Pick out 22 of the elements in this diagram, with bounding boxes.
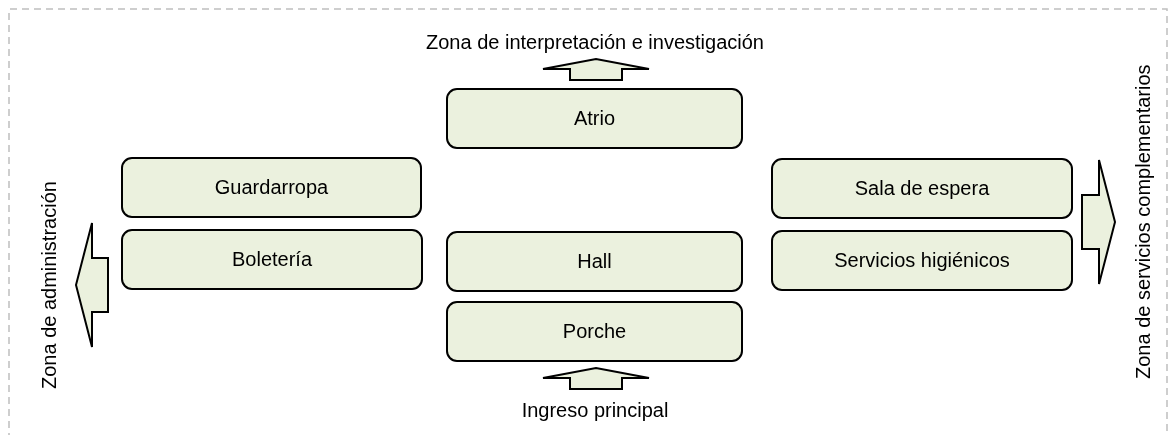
block-arrow bbox=[542, 58, 650, 81]
room-label: Hall bbox=[577, 250, 612, 273]
block-arrow bbox=[1081, 159, 1117, 285]
room-box bbox=[446, 231, 743, 292]
room-box bbox=[121, 157, 422, 218]
zone-label: Zona de servicios complementarios bbox=[1130, 12, 1156, 432]
room-label: Porche bbox=[562, 320, 627, 343]
room-box bbox=[446, 301, 743, 362]
room-label: Sala de espera bbox=[854, 177, 990, 200]
block-arrow bbox=[74, 222, 109, 348]
room-label: Servicios higiénicos bbox=[834, 249, 1010, 272]
room-box bbox=[446, 88, 743, 149]
zone-label: Zona de administración bbox=[36, 145, 62, 425]
room-label: Atrio bbox=[573, 107, 616, 130]
block-arrow bbox=[542, 367, 650, 390]
zone-label: Zona de interpretación e investigación bbox=[395, 28, 795, 56]
room-box bbox=[121, 229, 423, 290]
room-box bbox=[771, 158, 1073, 219]
room-label: Boletería bbox=[231, 248, 313, 271]
zone-label: Ingreso principal bbox=[495, 396, 695, 424]
room-label: Guardarropa bbox=[214, 176, 329, 199]
room-box bbox=[771, 230, 1073, 291]
